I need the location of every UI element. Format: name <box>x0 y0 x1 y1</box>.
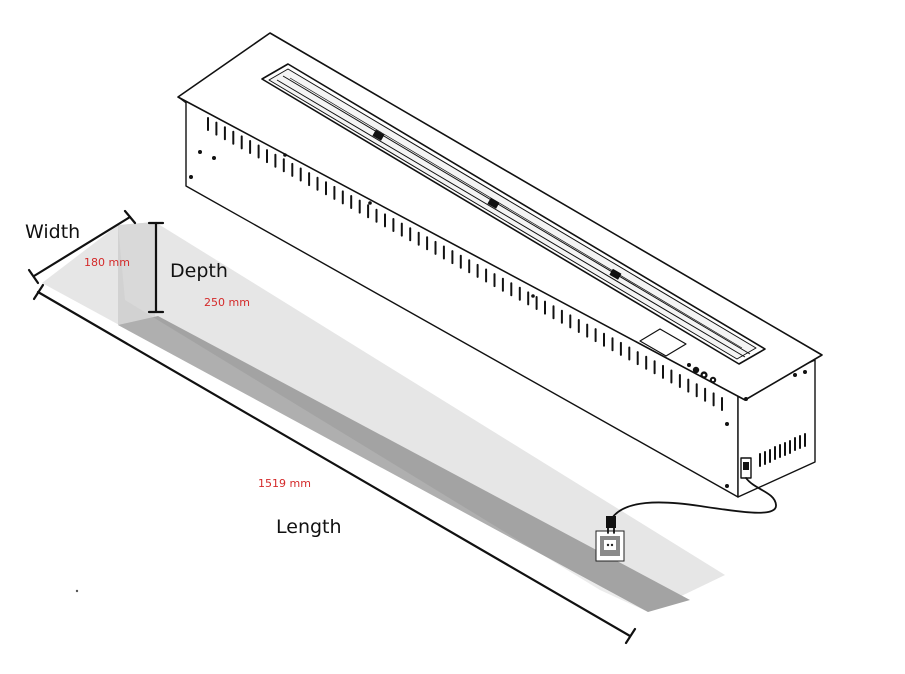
length-value: 1519 mm <box>258 477 311 490</box>
depth-value: 250 mm <box>204 296 250 309</box>
length-label: Length <box>276 516 342 538</box>
depth-dimension-line <box>147 221 165 314</box>
width-value: 180 mm <box>84 256 130 269</box>
cutout-floor <box>42 222 725 612</box>
length-dimension-line <box>32 283 637 645</box>
cutout-inner-wall <box>118 222 155 325</box>
width-dimension-line <box>27 209 137 285</box>
front-vents <box>207 117 723 411</box>
width-label: Width <box>25 221 80 243</box>
wall-cutout <box>42 222 725 612</box>
fireplace-insert-icon <box>177 32 823 498</box>
power-socket-icon <box>595 530 625 562</box>
stray-mark <box>75 589 79 593</box>
screw-dots <box>189 150 807 488</box>
control-display <box>639 328 687 357</box>
cutout-side-wall <box>118 316 690 612</box>
depth-label: Depth <box>170 260 228 282</box>
power-cord-icon <box>606 477 777 534</box>
side-vents <box>759 433 806 467</box>
